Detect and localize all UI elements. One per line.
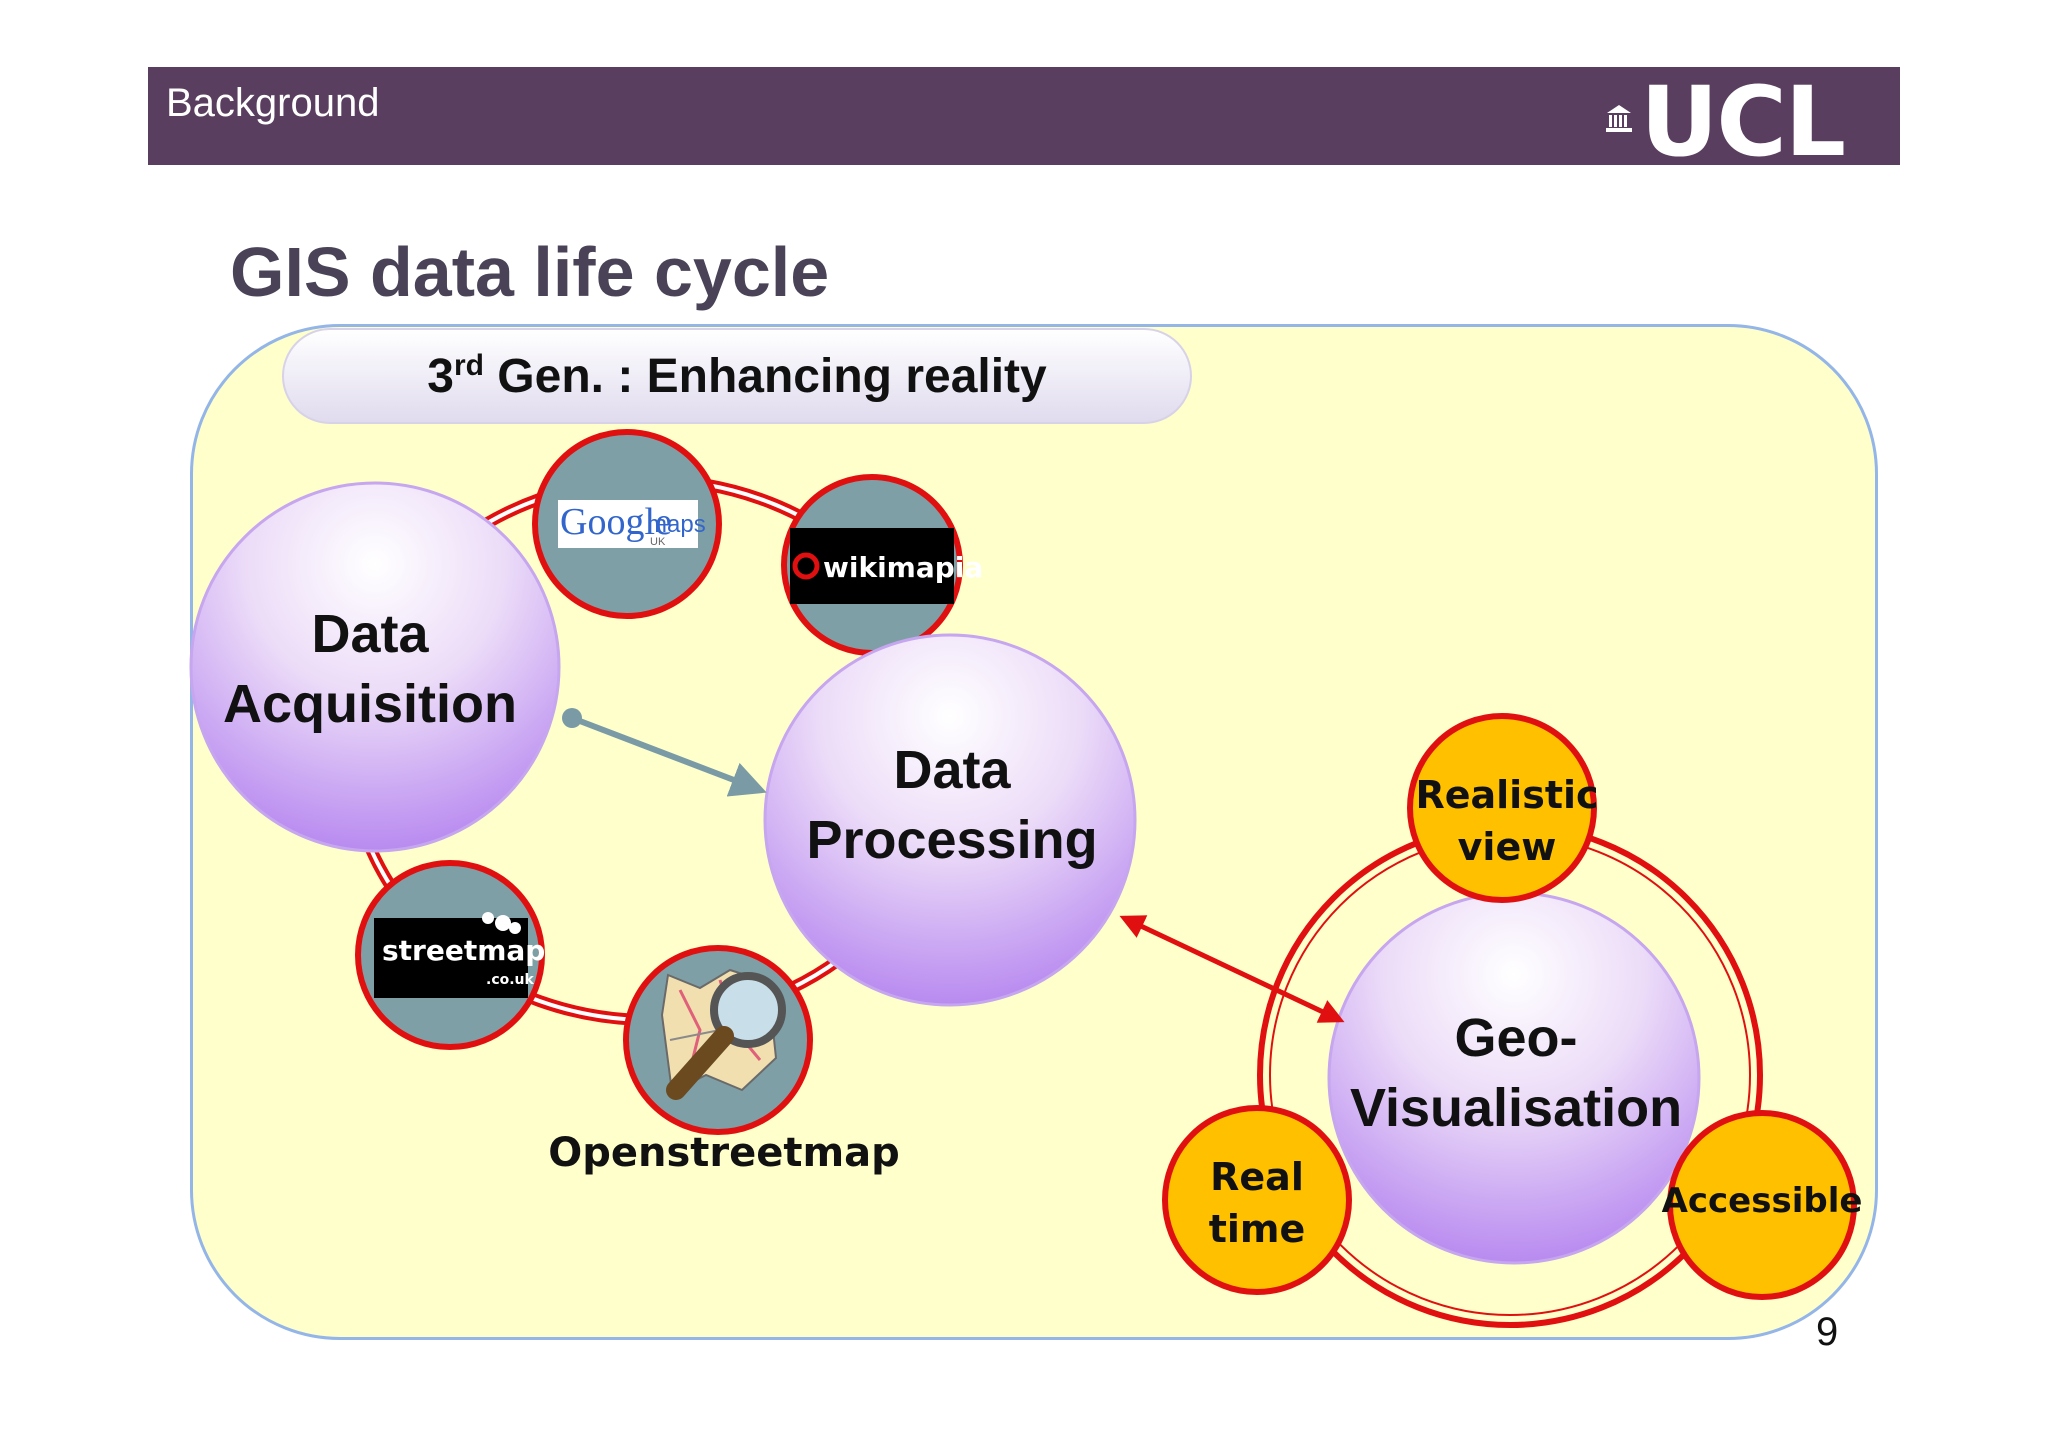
streetmap-source: streetmap .co.uk [355,860,545,1050]
generation-number: 3 [427,350,454,403]
processing-geo-double-arrow [1119,915,1345,1023]
wikimapia-source: wikimapia [781,474,983,656]
data-acquisition-node [189,481,561,853]
streetmap-suffix-text: .co.uk [486,972,535,988]
page-number: 9 [1816,1310,1839,1354]
generation-text: Gen. : Enhancing reality [483,350,1047,403]
realistic-view-line1: Realistic [1415,773,1598,817]
google-maps-region-text: UK [650,536,666,548]
portico-icon [1606,105,1633,132]
data-acquisition-label-line2: Acquisition [223,674,517,734]
wikimapia-text: wikimapia [823,551,983,584]
slide-title: GIS data life cycle [230,233,830,311]
logo-text: UCL [1640,79,1844,165]
openstreetmap-source [623,945,813,1135]
ucl-logo: UCL [1604,79,1844,165]
accessible-label: Accessible [1662,1181,1863,1221]
data-acquisition-label-line1: Data [311,604,429,664]
data-processing-node [763,633,1137,1007]
google-maps-source: Google maps UK [532,429,722,619]
real-time-feature: Real time [1162,1105,1352,1295]
real-time-line2: time [1209,1207,1306,1251]
magnifier-icon [666,972,786,1100]
header-bar: Background UCL [148,67,1900,165]
generation-ordinal: rd [453,349,484,382]
data-processing-label-line2: Processing [806,810,1097,870]
data-processing-label-line1: Data [893,740,1011,800]
realistic-view-feature: Realistic view [1407,713,1599,903]
generation-banner: 3rd Gen. : Enhancing reality [282,328,1192,424]
real-time-line1: Real [1210,1155,1304,1199]
geo-visualisation-label-line2: Visualisation [1350,1078,1682,1138]
acquisition-to-processing-arrow [570,715,767,797]
wikimapia-logo-icon [792,552,820,580]
google-brand-text: Google [560,501,672,543]
openstreetmap-caption: Openstreetmap [548,1130,900,1176]
geo-visualisation-label-line1: Geo- [1454,1008,1577,1068]
streetmap-text: streetmap [382,934,545,967]
google-maps-product-text: maps [647,511,706,538]
streetmap-cloud-icon [482,912,521,934]
realistic-view-line2: view [1458,825,1557,869]
accessible-feature: Accessible [1662,1110,1863,1300]
section-title: Background [166,81,380,125]
